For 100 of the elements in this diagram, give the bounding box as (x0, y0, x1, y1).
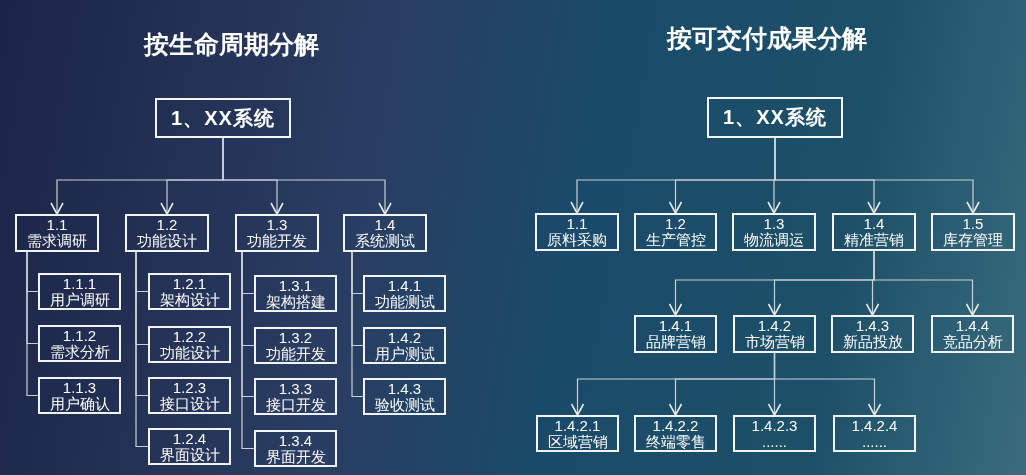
wbs-box (931, 213, 1015, 251)
item-name: 验收测试 (374, 396, 435, 413)
wbs-box (38, 273, 121, 310)
wbs-box (931, 315, 1014, 353)
arrow (773, 352, 882, 416)
item-name: 库存管理 (943, 232, 1003, 248)
item-name: 界面开发 (265, 448, 326, 465)
wbs-box (155, 98, 291, 138)
item-name: 竞品分析 (942, 334, 1003, 350)
item-number: 1.2.1 (172, 275, 207, 292)
item-number: 1.3.2 (278, 329, 313, 346)
item-number: 1.3.1 (278, 277, 313, 294)
item-name: 用户测试 (374, 345, 435, 362)
item-name: 生产管控 (645, 232, 706, 248)
item-number: 1.4 (374, 217, 396, 233)
item-number: 1.4.2 (387, 329, 422, 346)
item-name: 物流调运 (744, 232, 804, 248)
wbs-box (254, 378, 337, 415)
item-number: 1.5 (962, 216, 984, 232)
item-number: 1.3 (266, 217, 288, 233)
item-number: 1.3.4 (278, 432, 313, 449)
wbs-box (15, 214, 99, 252)
item-name: 功能设计 (159, 344, 220, 361)
wbs-box (634, 415, 717, 452)
wbs-box (148, 428, 231, 465)
item-number: 1.2.2 (172, 328, 207, 345)
item-number: 1.1 (566, 216, 588, 232)
item-name: 界面设计 (159, 446, 220, 463)
item-number: 1.4.1 (658, 318, 693, 334)
section-heading: 按生命周期分解 (143, 29, 319, 60)
wbs-box (254, 327, 337, 364)
item-number: 1.4 (863, 216, 885, 232)
wbs-box (125, 214, 209, 252)
connector-line (351, 251, 364, 398)
item-number: 1.4.2.3 (751, 417, 798, 434)
wbs-box (235, 214, 319, 252)
item-number: 1.1.3 (62, 379, 97, 396)
connector-line (135, 251, 149, 448)
item-number: 1.2 (156, 217, 178, 233)
item-number: 1.4.3 (387, 380, 422, 397)
wbs-box (38, 325, 121, 362)
wbs-box (343, 214, 427, 252)
item-name: ...... (862, 433, 887, 450)
item-number: 1.1.1 (62, 275, 97, 292)
item-name: 用户确认 (49, 395, 110, 412)
item-name: 需求分析 (49, 343, 110, 360)
wbs-box (832, 213, 916, 251)
wbs-box (733, 415, 816, 452)
arrow (222, 137, 392, 215)
root-title: 1、XX系统 (723, 107, 827, 128)
item-name: 市场营销 (744, 334, 805, 350)
wbs-box (148, 326, 231, 363)
item-name: 精准营销 (844, 232, 904, 248)
item-number: 1.1.2 (62, 327, 97, 344)
item-number: 1.4.2 (757, 318, 792, 334)
wbs-box (363, 275, 446, 312)
wbs-box (363, 327, 446, 364)
item-number: 1.4.3 (855, 318, 890, 334)
item-number: 1.4.1 (387, 277, 422, 294)
item-name: 系统测试 (355, 233, 415, 249)
section-heading: 按可交付成果分解 (667, 23, 867, 54)
wbs-box (634, 213, 717, 251)
arrow (873, 250, 980, 316)
wbs-box (833, 415, 916, 452)
item-name: 区域营销 (547, 433, 608, 450)
item-name: 需求调研 (27, 233, 87, 249)
item-name: 用户调研 (49, 291, 110, 308)
item-name: 功能开发 (247, 233, 307, 249)
root-title: 1、XX系统 (171, 107, 275, 129)
wbs-box (254, 430, 337, 467)
wbs-box (148, 273, 231, 310)
item-name: 架构搭建 (265, 293, 326, 310)
item-name: 接口设计 (159, 395, 220, 412)
item-name: ...... (762, 433, 787, 450)
item-name: 功能开发 (265, 345, 326, 362)
item-number: 1.3 (763, 216, 785, 232)
item-number: 1.4.4 (955, 318, 990, 334)
wbs-box (535, 213, 619, 251)
item-name: 终端零售 (645, 433, 706, 450)
item-name: 架构设计 (159, 291, 220, 308)
wbs-box (38, 377, 121, 414)
item-name: 功能测试 (374, 293, 435, 310)
connector-line (26, 251, 39, 397)
item-name: 原料采购 (547, 232, 607, 248)
connector-line (241, 251, 255, 450)
wbs-box (363, 378, 446, 415)
wbs-box (254, 275, 337, 312)
item-number: 1.2 (665, 216, 686, 232)
wbs-box (733, 315, 816, 353)
item-name: 品牌营销 (645, 334, 706, 350)
wbs-box (148, 377, 231, 414)
item-number: 1.4.2.1 (554, 417, 601, 434)
wbs-box (732, 213, 816, 251)
item-number: 1.4.2.4 (851, 417, 898, 434)
item-number: 1.3.3 (278, 380, 313, 397)
wbs-box (536, 415, 619, 452)
wbs-box (707, 97, 843, 138)
arrow (774, 137, 980, 214)
wbs-box (634, 315, 717, 353)
item-number: 1.2.4 (172, 430, 207, 447)
